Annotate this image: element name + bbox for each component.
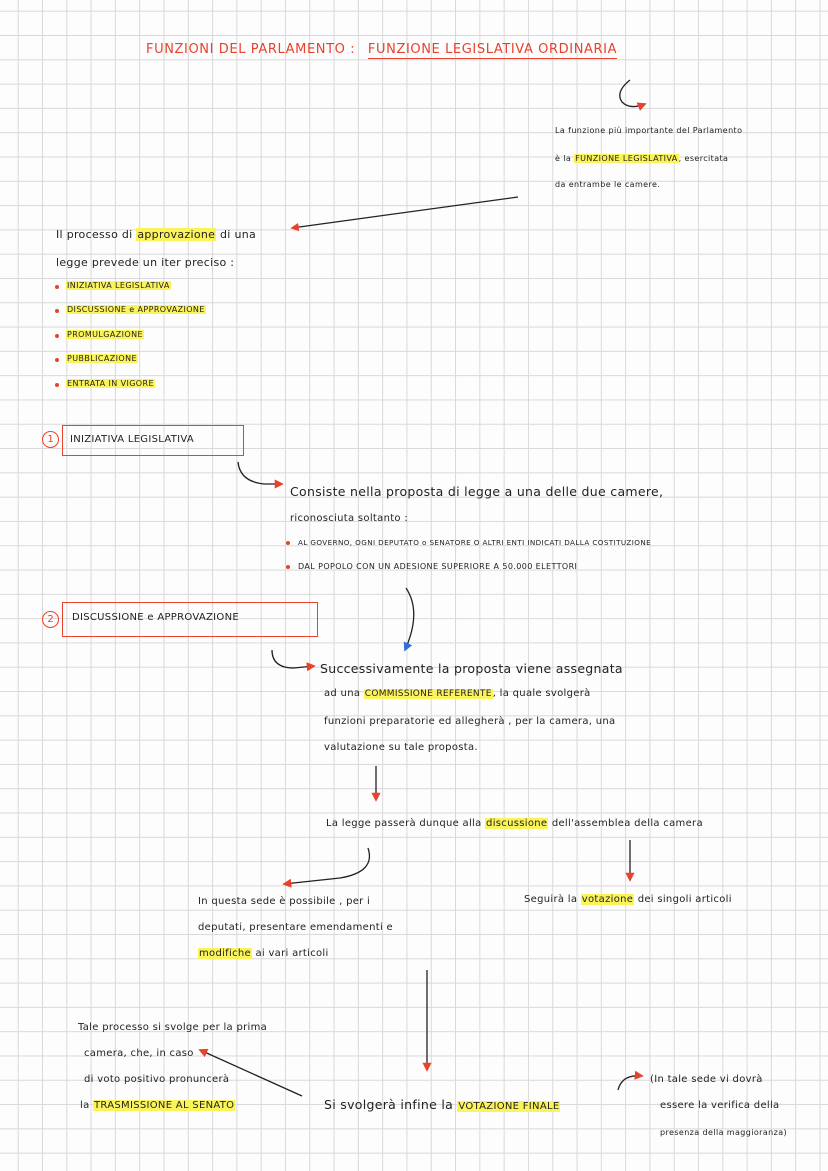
senate-line-4: la TRASMISSIONE AL SENATO — [80, 1100, 236, 1111]
note-line-2: essere la verifica della — [660, 1100, 780, 1111]
section-1-line-1: Consiste nella proposta di legge a una d… — [290, 484, 664, 499]
step-label: DISCUSSIONE e APPROVAZIONE — [66, 305, 206, 314]
step-item: PROMULGAZIONE — [66, 330, 144, 339]
final-highlight: VOTAZIONE FINALE — [457, 1101, 561, 1112]
step-item: INIZIATIVA LEGISLATIVA — [66, 281, 171, 290]
intro-highlight: FUNZIONE LEGISLATIVA — [574, 154, 679, 163]
para-text-post: , la quale svolgerà — [492, 688, 591, 699]
intro-line-3: da entrambe le camere. — [555, 180, 661, 189]
section-2-heading-box — [62, 602, 318, 637]
title-suffix: FUNZIONE LEGISLATIVA ORDINARIA — [367, 42, 618, 59]
section-2-para-3: funzioni preparatorie ed allegherà , per… — [324, 716, 616, 727]
bullet-dot — [286, 541, 290, 545]
vote-text: Seguirà la — [524, 894, 578, 905]
final-vote-line: Si svolgerà infine la VOTAZIONE FINALE — [324, 1097, 561, 1112]
step-item: ENTRATA IN VIGORE — [66, 379, 155, 388]
para-highlight: COMMISSIONE REFERENTE — [363, 689, 493, 699]
section-2-para-1: Successivamente la proposta viene assegn… — [320, 661, 623, 676]
note-line-1: (In tale sede vi dovrà — [650, 1074, 763, 1085]
discussion-text: La legge passerà dunque alla — [326, 818, 482, 829]
note-line-3: presenza della maggioranza) — [660, 1128, 788, 1137]
vote-text-post: dei singoli articoli — [637, 894, 732, 905]
senate-line-1: Tale processo si svolge per la prima — [78, 1022, 268, 1033]
step-item: PUBBLICAZIONE — [66, 354, 138, 363]
article-vote-line: Seguirà la votazione dei singoli articol… — [524, 894, 732, 905]
arrow-to-note — [617, 1070, 644, 1091]
section-1-heading-box — [62, 425, 244, 456]
bullet-dot — [55, 309, 59, 313]
amendments-line-1: In questa sede è possibile , per i — [198, 896, 371, 907]
section-1-line-2: riconosciuta soltanto : — [290, 513, 408, 524]
arrow-to-senate — [198, 1048, 303, 1097]
bullet-dot — [55, 383, 59, 387]
process-line-2: legge prevede un iter preciso : — [56, 256, 235, 269]
para-text: ad una — [324, 688, 361, 699]
arrow-title-curl — [619, 79, 647, 111]
intro-text: è la — [555, 154, 572, 163]
vote-highlight: votazione — [580, 894, 635, 905]
section-1-bullet-2: DAL POPOLO CON UN ADESIONE SUPERIORE A 5… — [298, 562, 578, 571]
section-2-heading: DISCUSSIONE e APPROVAZIONE — [72, 612, 239, 623]
process-text-post: di una — [220, 228, 257, 241]
senate-line-3: di voto positivo pronuncerà — [84, 1074, 230, 1085]
section-1-bullet-1: AL GOVERNO, OGNI DEPUTATO o SENATORE O A… — [298, 538, 652, 547]
intro-line-1: La funzione più importante del Parlament… — [555, 126, 743, 135]
process-highlight: approvazione — [136, 228, 217, 241]
senate-highlight: TRASMISSIONE AL SENATO — [93, 1100, 236, 1111]
bullet-dot — [55, 285, 59, 289]
section-2-para-2: ad una COMMISSIONE REFERENTE, la quale s… — [324, 688, 591, 699]
section-number-2: 2 — [42, 611, 59, 628]
amendments-line-3: modifiche ai vari articoli — [198, 948, 329, 959]
step-label: ENTRATA IN VIGORE — [66, 379, 155, 388]
bullet-dot — [286, 565, 290, 569]
title-prefix: FUNZIONI DEL PARLAMENTO : — [146, 42, 356, 57]
page-title: FUNZIONI DEL PARLAMENTO : FUNZIONE LEGIS… — [146, 42, 618, 59]
arrow-blue — [403, 587, 415, 652]
intro-line-2: è la FUNZIONE LEGISLATIVA, esercitata — [555, 154, 728, 163]
discussion-highlight: discussione — [485, 818, 549, 829]
step-label: PUBBLICAZIONE — [66, 354, 138, 363]
intro-text-post: , esercitata — [678, 154, 729, 163]
arrow-to-process — [290, 196, 519, 232]
senate-line-2: camera, che, in caso — [84, 1048, 194, 1059]
process-text: Il processo di — [56, 228, 133, 241]
discussion-text-post: dell'assemblea della camera — [551, 818, 703, 829]
step-label: PROMULGAZIONE — [66, 330, 144, 339]
bullet-dot — [55, 358, 59, 362]
arrow-section2 — [271, 649, 316, 672]
step-item: DISCUSSIONE e APPROVAZIONE — [66, 305, 206, 314]
section-2-para-4: valutazione su tale proposta. — [324, 742, 478, 753]
arrow-to-left — [282, 847, 370, 888]
bullet-dot — [55, 334, 59, 338]
arrow-section1 — [237, 461, 284, 489]
senate-text: la — [80, 1100, 90, 1111]
section-1-heading: INIZIATIVA LEGISLATIVA — [70, 434, 195, 445]
amendments-highlight: modifiche — [198, 948, 252, 959]
amendments-text: ai vari articoli — [255, 948, 329, 959]
section-number-1: 1 — [42, 431, 59, 448]
final-text: Si svolgerà infine la — [324, 1097, 454, 1112]
discussion-line: La legge passerà dunque alla discussione… — [326, 818, 703, 829]
process-line-1: Il processo di approvazione di una — [56, 228, 256, 241]
step-label: INIZIATIVA LEGISLATIVA — [66, 281, 171, 290]
amendments-line-2: deputati, presentare emendamenti e — [198, 922, 393, 933]
